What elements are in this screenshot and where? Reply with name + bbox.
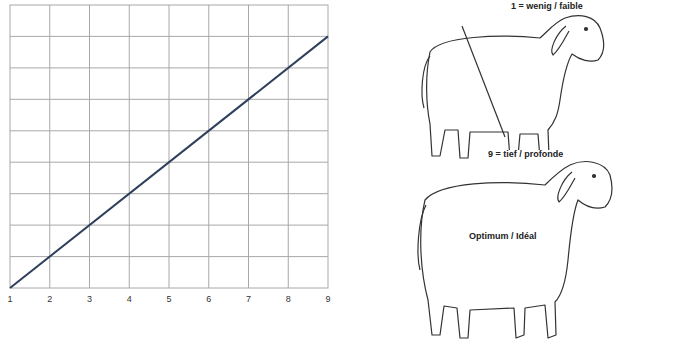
optimum-label: Optimum / Idéal: [468, 232, 538, 242]
axis-tick-label: 6: [206, 295, 211, 305]
axis-tick-label: 3: [87, 295, 92, 305]
diagonal-line: [10, 36, 328, 288]
axis-tick-label: 8: [286, 295, 291, 305]
scale-label: 9 = tief / profonde: [487, 150, 564, 160]
axis-tick-label: 4: [127, 295, 132, 305]
thin-sheep: [422, 16, 604, 159]
axis-tick-label: 9: [325, 295, 330, 305]
axis-tick-label: 5: [166, 295, 171, 305]
axis-tick-label: 7: [246, 295, 251, 305]
axis-tick-label: 2: [47, 295, 52, 305]
scale-label: 1 = wenig / faible: [510, 2, 584, 12]
grid: [10, 5, 328, 288]
deep-sheep: [418, 162, 612, 338]
axis-tick-label: 1: [7, 295, 12, 305]
